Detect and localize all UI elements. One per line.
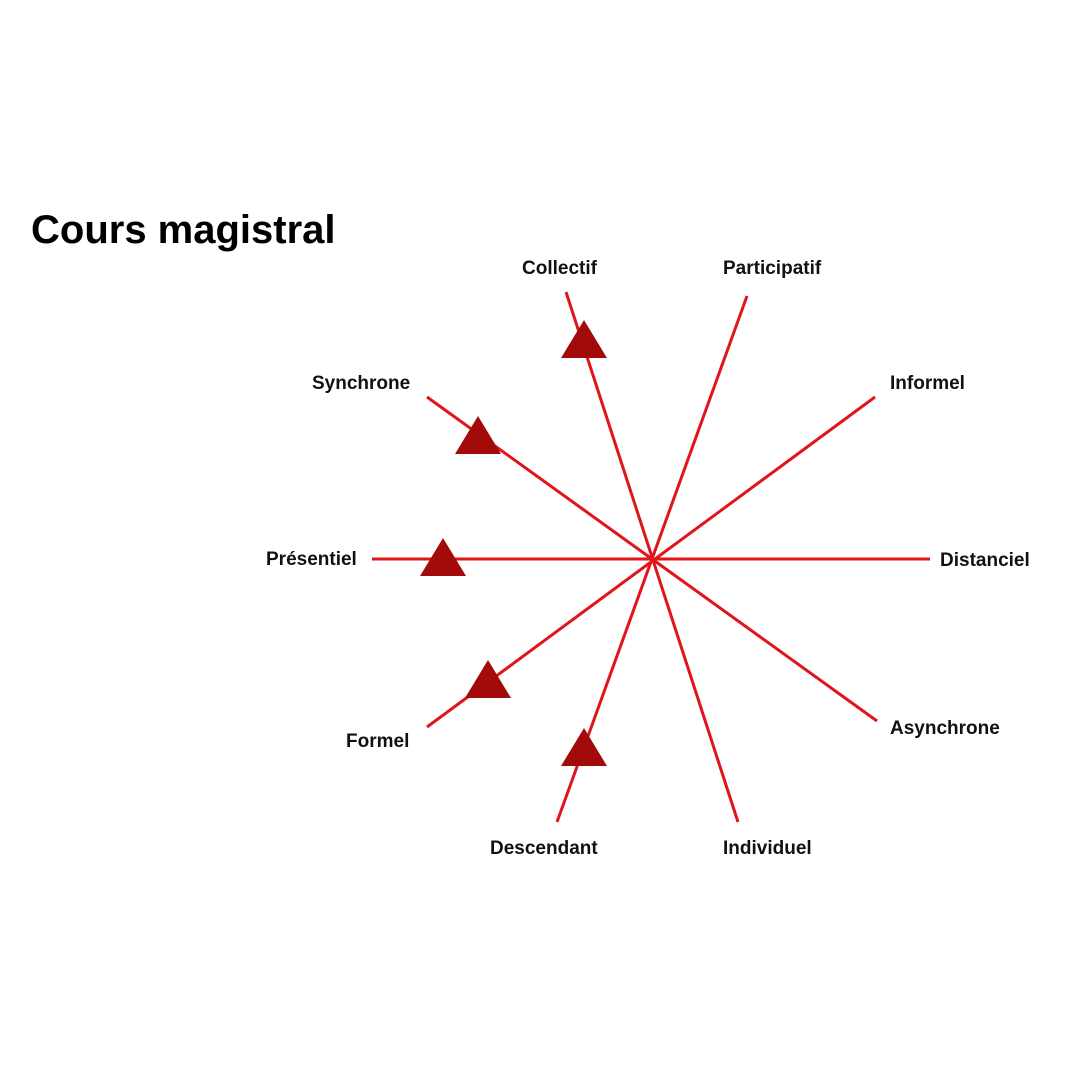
- label-synchrone: Synchrone: [312, 373, 410, 394]
- label-distanciel: Distanciel: [940, 550, 1030, 571]
- label-formel: Formel: [346, 731, 409, 752]
- marker-triangle-descendant: [561, 728, 607, 766]
- marker-triangle-presentiel: [420, 538, 466, 576]
- marker-triangle-formel: [465, 660, 511, 698]
- marker-triangle-collectif: [561, 320, 607, 358]
- label-informel: Informel: [890, 373, 965, 394]
- label-participatif: Participatif: [723, 258, 822, 279]
- page-title: Cours magistral: [31, 208, 336, 252]
- label-descendant: Descendant: [490, 838, 598, 859]
- label-asynchrone: Asynchrone: [890, 718, 1000, 739]
- label-individuel: Individuel: [723, 838, 812, 859]
- label-collectif: Collectif: [522, 258, 598, 279]
- label-presentiel: Présentiel: [266, 549, 357, 570]
- marker-triangle-synchrone: [455, 416, 501, 454]
- axis-line-descendant-participatif: [555, 295, 749, 823]
